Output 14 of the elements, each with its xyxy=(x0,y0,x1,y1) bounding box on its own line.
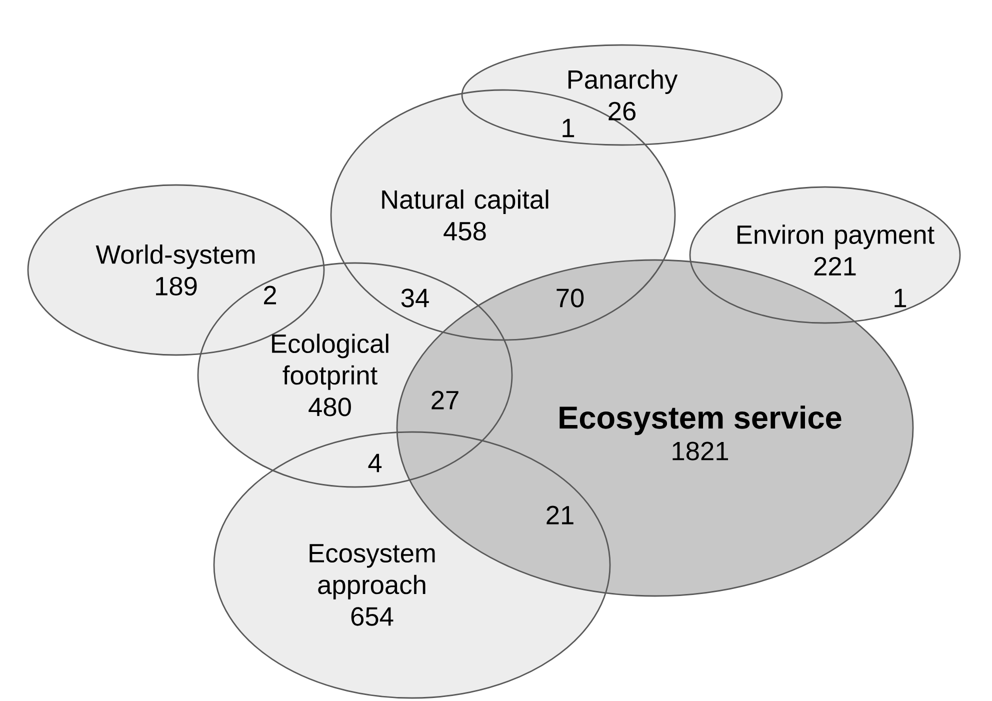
overlap-count: 4 xyxy=(368,454,382,472)
ellipse-label: Ecosystem approach 654 xyxy=(310,544,435,626)
overlap-count: 34 xyxy=(401,288,429,308)
ellipse-label: Environ payment 221 xyxy=(738,224,934,276)
overlap-count: 27 xyxy=(432,390,458,410)
ellipse-label: Ecosystem service 1821 xyxy=(560,406,842,460)
ellipse-label: Ecological footprint 480 xyxy=(272,334,388,416)
overlap-count: 1 xyxy=(894,288,906,308)
ellipse-label: World-system 189 xyxy=(96,244,255,296)
overlap-count: 21 xyxy=(546,506,574,524)
overlap-count: 70 xyxy=(556,288,584,308)
overlap-count: 1 xyxy=(562,118,574,138)
ellipse-label: Natural capital 458 xyxy=(382,190,548,240)
overlap-count: 2 xyxy=(264,286,276,304)
